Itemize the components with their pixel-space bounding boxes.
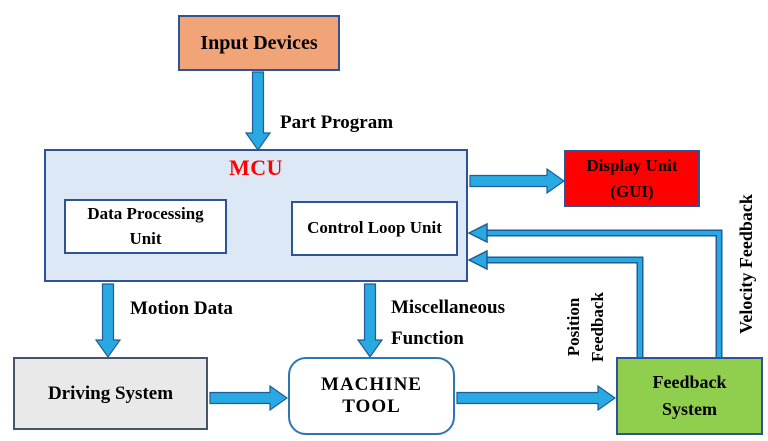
control-loop-unit-label: Control Loop Unit <box>307 218 442 238</box>
input-devices-label: Input Devices <box>200 31 318 54</box>
mcu-title: MCU <box>228 155 284 180</box>
feedback-system-label: Feedback System <box>652 372 727 419</box>
machine-tool-box: MACHINE TOOL <box>288 357 455 435</box>
mcu-to-display-arrow <box>469 167 566 195</box>
machine-to-feedback-arrow <box>456 384 617 412</box>
motion-data-label: Motion Data <box>130 298 233 319</box>
feedback-system-box: Feedback System <box>616 357 763 435</box>
position-feedback-label: Position Feedback <box>564 292 607 362</box>
motion-data-arrow <box>94 283 122 359</box>
miscellaneous-function-arrow <box>356 283 384 359</box>
display-unit-box: Display Unit (GUI) <box>564 150 700 207</box>
velocity-feedback-label: Velocity Feedback <box>736 194 756 334</box>
position-feedback-arrowhead <box>467 249 488 271</box>
mcu-box: MCU Data Processing Unit Control Loop Un… <box>44 149 468 282</box>
miscellaneous-function-label: Miscellaneous Function <box>391 297 505 350</box>
data-processing-unit-label: Data Processing Unit <box>87 203 204 248</box>
part-program-label: Part Program <box>280 112 394 133</box>
driving-system-box: Driving System <box>13 357 208 430</box>
driving-to-machine-arrow <box>209 384 289 412</box>
part-program-arrow <box>244 71 272 152</box>
input-devices-box: Input Devices <box>178 15 340 71</box>
control-loop-unit-box: Control Loop Unit <box>291 201 458 256</box>
driving-system-label: Driving System <box>47 382 174 404</box>
machine-tool-label: MACHINE TOOL <box>321 374 422 417</box>
display-unit-label: Display Unit (GUI) <box>586 156 678 201</box>
velocity-feedback-arrowhead <box>467 222 488 244</box>
data-processing-unit-box: Data Processing Unit <box>64 199 227 254</box>
